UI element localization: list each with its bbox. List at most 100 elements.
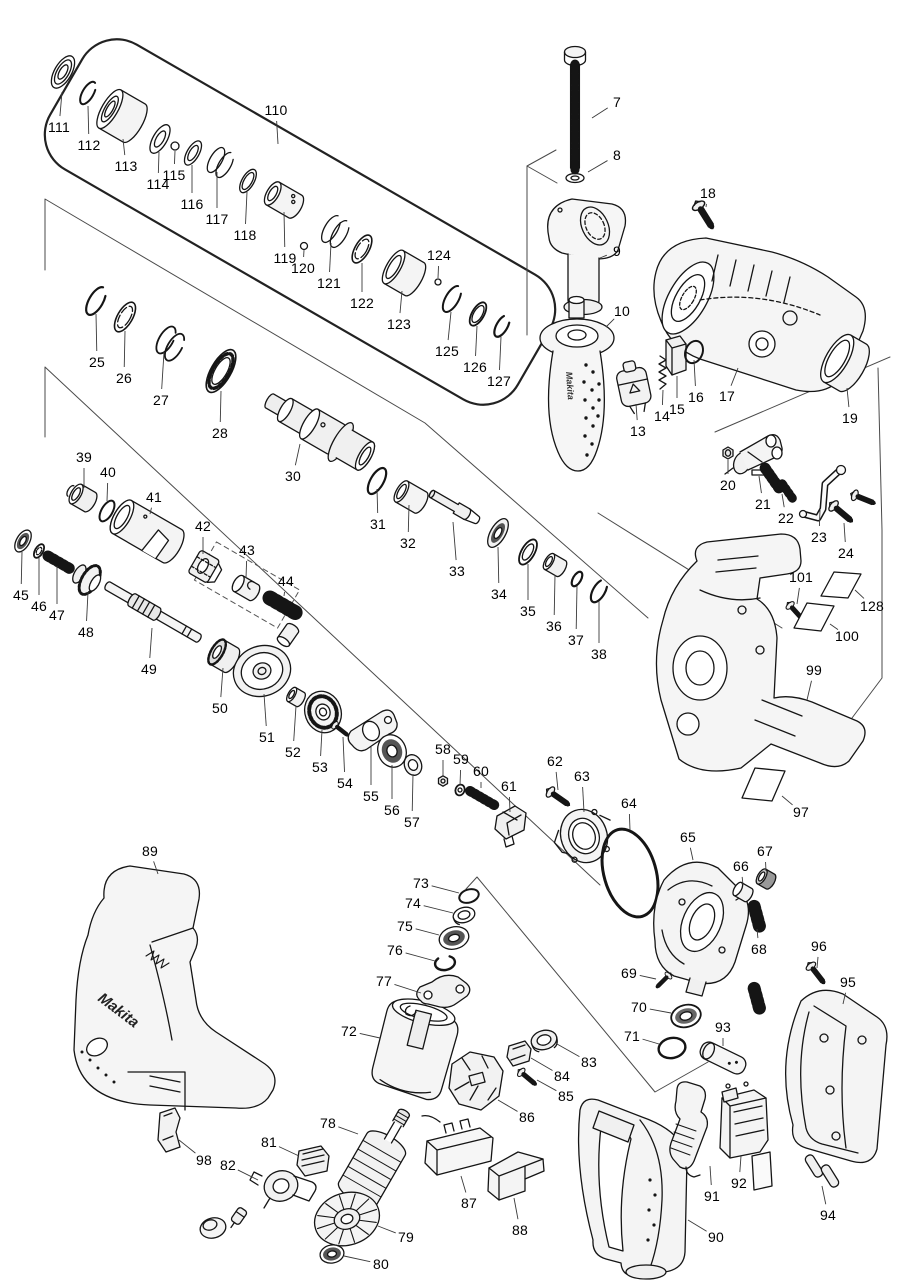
- leader-line-123: [399, 290, 403, 314]
- part-117-shape: [206, 146, 235, 179]
- leader-line-126: [475, 325, 478, 357]
- leader-line-40: [106, 482, 109, 502]
- part-127-shape: [493, 314, 511, 338]
- part-95-shape: [784, 989, 888, 1164]
- leader-line-76: [405, 952, 436, 962]
- leader-line-8: [587, 160, 608, 173]
- part-94-shape: [804, 1154, 840, 1188]
- part-73-shape: [458, 888, 480, 904]
- part-52-shape: [286, 686, 306, 708]
- part-27-shape: [155, 325, 186, 362]
- part-13-shape: [616, 360, 652, 415]
- part-89-shape: Makita: [73, 865, 276, 1111]
- leader-line-17: [730, 367, 739, 386]
- part-26-shape: [113, 301, 137, 333]
- leader-line-82: [237, 1169, 259, 1181]
- part-69-shape: [651, 968, 676, 993]
- part-82-shape: [199, 1170, 317, 1239]
- leader-line-98: [178, 1139, 196, 1154]
- part-35-shape: [518, 538, 538, 566]
- leader-line-90: [687, 1219, 707, 1232]
- part-70-shape: [670, 1003, 702, 1029]
- part-46-shape: [32, 543, 46, 559]
- part-34-shape: [487, 517, 509, 549]
- part-115-shape: [170, 141, 180, 151]
- leader-line-119: [283, 211, 286, 248]
- part-61-shape: [494, 805, 527, 848]
- part-40-shape: [98, 499, 116, 523]
- part-8-shape: [565, 172, 585, 184]
- part-37-shape: [570, 570, 584, 588]
- leader-line-91: [709, 1165, 712, 1186]
- part-87-shape: [421, 1114, 494, 1176]
- leader-line-84: [530, 1057, 553, 1071]
- leader-line-9: [599, 254, 607, 259]
- leader-line-70: [649, 1008, 672, 1014]
- leader-line-73: [431, 885, 460, 894]
- leader-line-49: [149, 627, 153, 659]
- leader-line-27: [161, 351, 165, 390]
- leader-line-68: [756, 928, 759, 939]
- leader-line-36: [553, 574, 556, 616]
- part-119-shape: [263, 181, 305, 219]
- part-128-shape: [820, 571, 862, 599]
- part-71-shape: [657, 1036, 687, 1060]
- part-122-shape: [351, 234, 373, 264]
- leader-line-22: [781, 493, 785, 508]
- leader-line-37: [575, 585, 578, 630]
- leader-line-99: [806, 680, 812, 701]
- part-116-shape: [183, 140, 203, 166]
- part-16-shape: [684, 339, 704, 365]
- leader-line-113: [122, 138, 126, 156]
- part-56-shape: [377, 734, 407, 768]
- leader-line-89: [153, 861, 159, 875]
- leader-line-43: [245, 560, 248, 579]
- part-59-shape: [454, 783, 466, 797]
- part-68-shape: [747, 899, 767, 1017]
- part-112-shape: [79, 80, 97, 106]
- part-79-shape: [313, 1191, 381, 1247]
- part-91-shape: [669, 1081, 709, 1178]
- leader-line-92: [739, 1155, 742, 1173]
- leader-line-97: [781, 795, 793, 806]
- part-31-shape: [366, 466, 388, 496]
- leader-line-94: [821, 1185, 827, 1205]
- leader-line-24: [843, 522, 846, 543]
- leader-line-127: [499, 336, 502, 371]
- guide-right-edge: [851, 367, 883, 719]
- part-86-shape: [448, 1051, 504, 1111]
- part-118-shape: [239, 168, 257, 194]
- part-114-shape: [149, 124, 171, 154]
- part-72-shape: [371, 998, 459, 1101]
- leader-line-57: [411, 773, 414, 812]
- leader-line-25: [95, 313, 98, 352]
- part-88-shape: [487, 1151, 545, 1201]
- leader-line-110: [276, 120, 279, 145]
- part-63-shape: [553, 808, 611, 864]
- leader-line-31: [376, 488, 379, 514]
- leader-line-33: [452, 521, 457, 561]
- leader-line-13: [635, 403, 638, 421]
- part-18-shape: [690, 197, 719, 232]
- leader-line-86: [497, 1099, 518, 1112]
- leader-line-100: [829, 623, 839, 631]
- part-57-shape: [403, 754, 423, 776]
- leader-line-64: [628, 813, 631, 831]
- leader-line-21: [758, 475, 762, 494]
- guide-armature-diagonal: [465, 876, 709, 1093]
- part-36-shape: [542, 552, 568, 578]
- part-96-shape: [804, 959, 829, 987]
- leader-lines: [20, 91, 865, 1263]
- guide-handle-bracket: [526, 149, 558, 336]
- part-58-shape: [437, 775, 449, 787]
- part-111-shape: [50, 55, 76, 89]
- leader-line-61: [508, 796, 511, 813]
- part-126-shape: [468, 301, 488, 327]
- part-21-shape: [724, 434, 783, 476]
- part-39-shape: [66, 483, 98, 513]
- part-60-shape: [465, 786, 501, 811]
- part-90-shape: [577, 1098, 688, 1280]
- leader-line-81: [278, 1146, 300, 1157]
- leader-line-63: [582, 786, 585, 813]
